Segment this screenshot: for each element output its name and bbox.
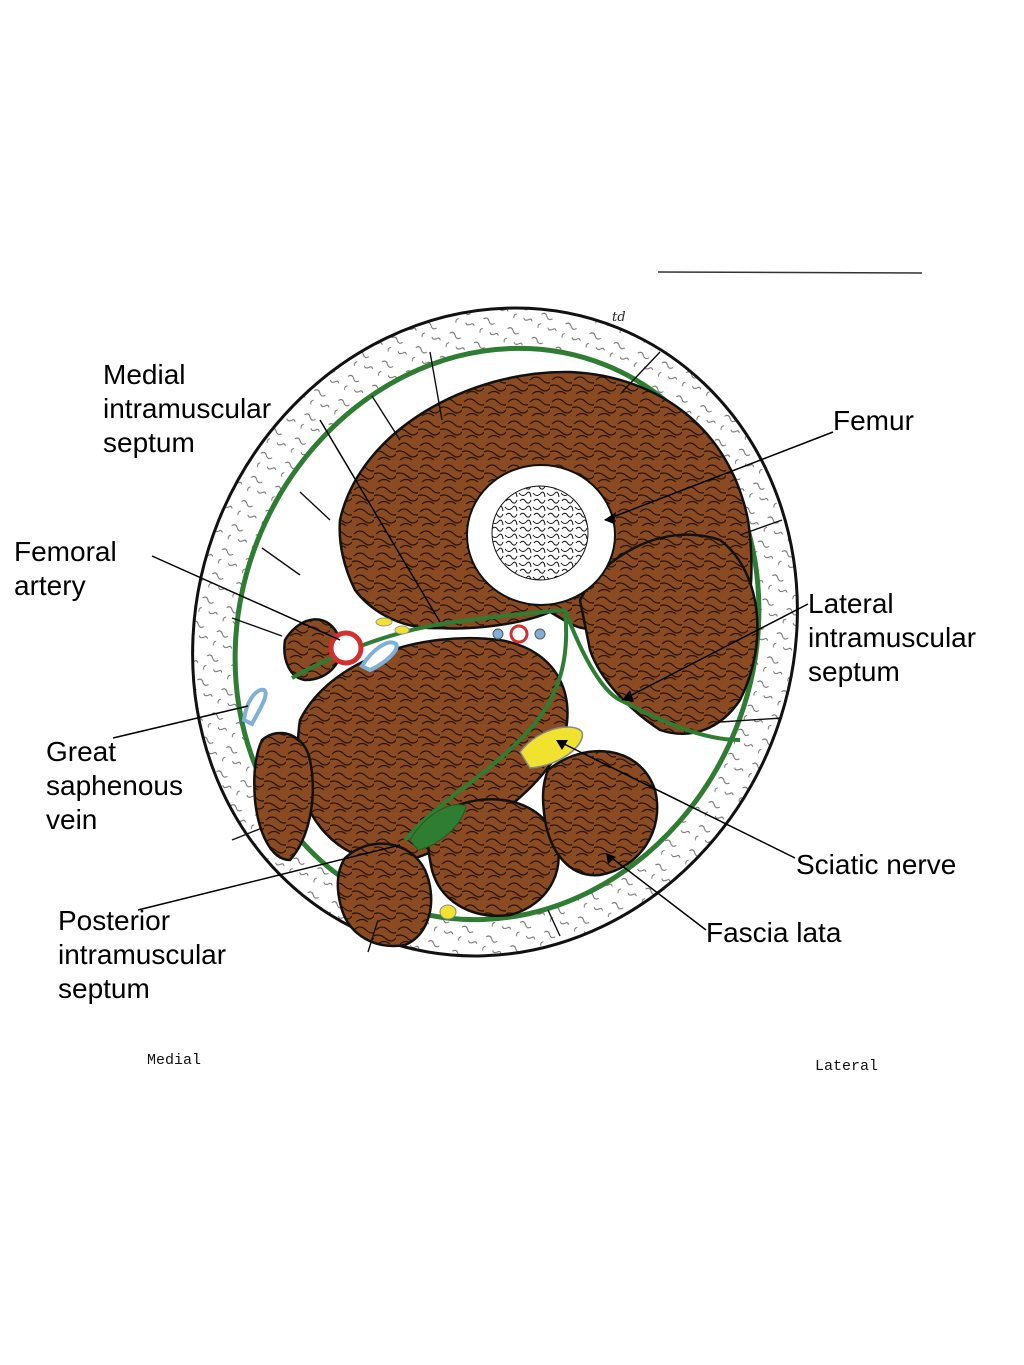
femoral-nerve-branch [394, 625, 410, 635]
posterior-septum-leader [137, 844, 401, 911]
great-saphenous-vein [241, 687, 268, 727]
femoral-vein [359, 640, 399, 673]
fascia-lata-arrowhead [606, 853, 616, 864]
lateral-orientation-label: Lateral [815, 1058, 879, 1075]
great-saphenous-vein-label: Great saphenous vein [46, 736, 184, 835]
fascia-lata-leader [607, 854, 707, 931]
vastus-lateralis-muscle [578, 533, 759, 735]
lateral-intramuscular-septum-label: Lateral intramuscular septum [808, 588, 977, 687]
sciatic-nerve-leader [559, 741, 796, 859]
profunda-vein-left [492, 628, 504, 640]
femur-arrowhead [604, 512, 616, 524]
sciatic-nerve [519, 726, 584, 769]
hamstring-muscle-center [426, 798, 560, 918]
lateral-septum-arrowhead [622, 690, 634, 702]
gracilis-muscle [253, 731, 314, 862]
lateral-septum-leader [621, 603, 809, 701]
saphenous-vein-leader [112, 705, 249, 739]
posterior-intramuscular-septum-label: Posterior intramuscular septum [58, 905, 227, 1004]
femur-marrow [491, 485, 589, 581]
medial-septum-leader [319, 419, 441, 623]
lateral-intramuscular-septum [563, 609, 741, 742]
medial-intramuscular-septum-label: Medial intramuscular septum [103, 359, 272, 458]
fascia-lata-label: Fascia lata [706, 917, 842, 948]
profunda-vein-right [534, 628, 546, 640]
sciatic-nerve-label: Sciatic nerve [796, 849, 957, 880]
femur-label: Femur [833, 405, 914, 436]
femoral-artery-label: Femoral artery [14, 536, 117, 601]
saphenous-nerve [375, 617, 393, 627]
profunda-artery [509, 624, 529, 644]
leader-arrowheads [556, 512, 634, 864]
posterior-cutaneous-nerve [439, 904, 457, 920]
femoral-artery-leader [151, 555, 341, 641]
posterior-intramuscular-septum [403, 609, 569, 842]
skin-radial-lines [231, 351, 783, 953]
artist-initials: td [612, 310, 626, 325]
femur-leader [604, 431, 834, 521]
medial-orientation-label: Medial [147, 1052, 202, 1069]
sciatic-nerve-arrowhead [556, 740, 568, 750]
muscle-group [253, 370, 759, 948]
femoral-artery [328, 630, 364, 666]
top-rule-line [657, 271, 923, 274]
hamstring-muscle-medial [336, 842, 433, 948]
green-septum-patch [409, 804, 467, 851]
leader-lines [112, 419, 834, 931]
